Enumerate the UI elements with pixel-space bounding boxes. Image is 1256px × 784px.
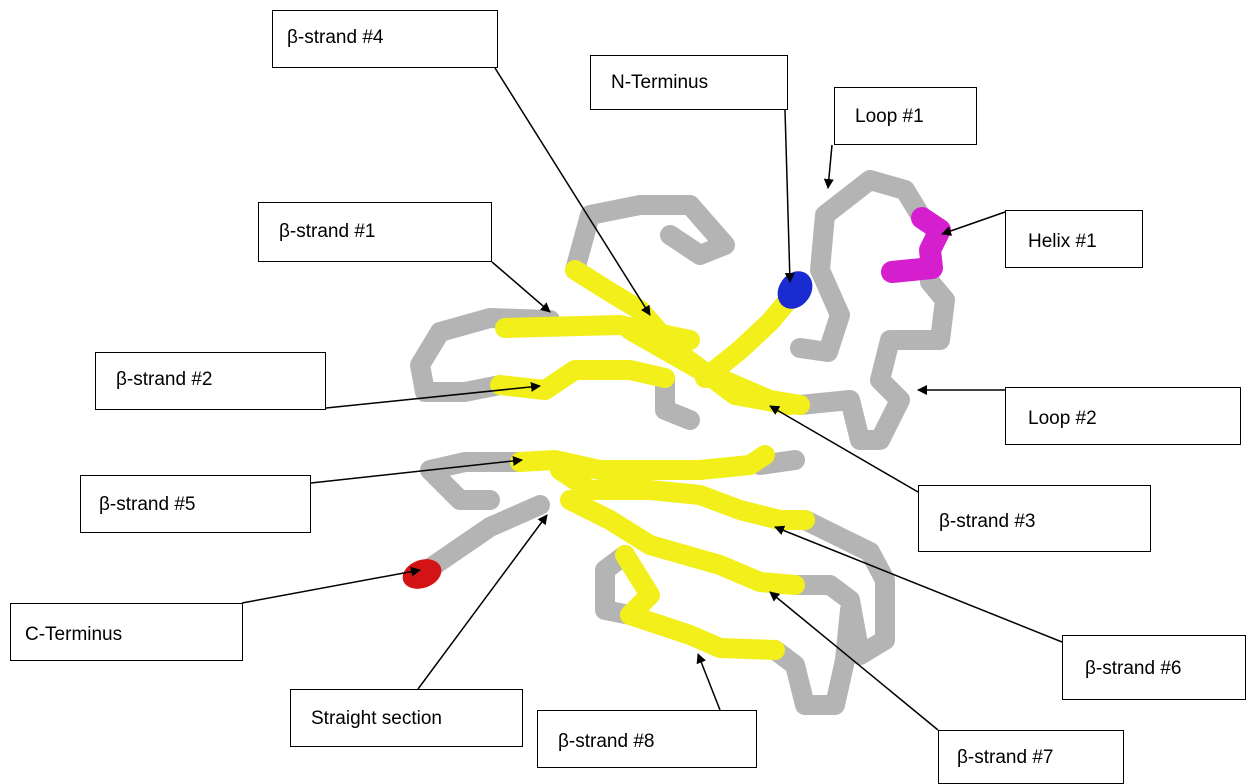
connector-helix-1 xyxy=(942,212,1005,234)
label-beta-strand-2: β-strand #2 xyxy=(95,352,326,410)
label-helix-1: Helix #1 xyxy=(1005,210,1143,268)
label-text: Straight section xyxy=(311,708,442,730)
label-text: β-strand #3 xyxy=(939,511,1035,533)
label-beta-strand-4: β-strand #4 xyxy=(272,10,498,68)
beta-strand-segments xyxy=(500,270,805,650)
label-beta-strand-3: β-strand #3 xyxy=(918,485,1151,552)
n-term-strand-tube xyxy=(705,292,795,378)
label-loop-1: Loop #1 xyxy=(834,87,977,145)
bottom-loop xyxy=(775,610,850,705)
label-text: β-strand #6 xyxy=(1085,658,1181,680)
connector-loop-1 xyxy=(828,145,832,188)
label-beta-strand-7: β-strand #7 xyxy=(938,730,1124,784)
label-text: β-strand #2 xyxy=(116,369,212,391)
label-text: β-strand #8 xyxy=(558,731,654,753)
label-text: Loop #1 xyxy=(855,106,924,128)
label-beta-strand-8: β-strand #8 xyxy=(537,710,757,768)
label-text: β-strand #1 xyxy=(279,221,375,243)
label-c-terminus: C-Terminus xyxy=(10,603,243,661)
label-text: C-Terminus xyxy=(25,624,122,646)
label-text: β-strand #7 xyxy=(957,747,1053,769)
label-loop-2: Loop #2 xyxy=(1005,387,1241,445)
label-text: β-strand #4 xyxy=(287,27,383,49)
label-text: β-strand #5 xyxy=(99,494,195,516)
beta5-tail xyxy=(430,462,520,500)
label-text: Helix #1 xyxy=(1028,231,1097,253)
top-left-loop xyxy=(575,205,725,270)
connector-beta-strand-8 xyxy=(698,654,720,710)
connector-n-terminus xyxy=(785,110,790,282)
helix-1-tube xyxy=(892,218,940,272)
label-beta-strand-1: β-strand #1 xyxy=(258,202,492,262)
connector-c-terminus xyxy=(242,570,420,603)
label-text: Loop #2 xyxy=(1028,408,1097,430)
connector-beta-strand-1 xyxy=(492,262,550,312)
label-n-terminus: N-Terminus xyxy=(590,55,788,110)
label-text: N-Terminus xyxy=(611,72,708,94)
label-beta-strand-5: β-strand #5 xyxy=(80,475,311,533)
label-beta-strand-6: β-strand #6 xyxy=(1062,635,1246,700)
label-straight-section: Straight section xyxy=(290,689,523,747)
